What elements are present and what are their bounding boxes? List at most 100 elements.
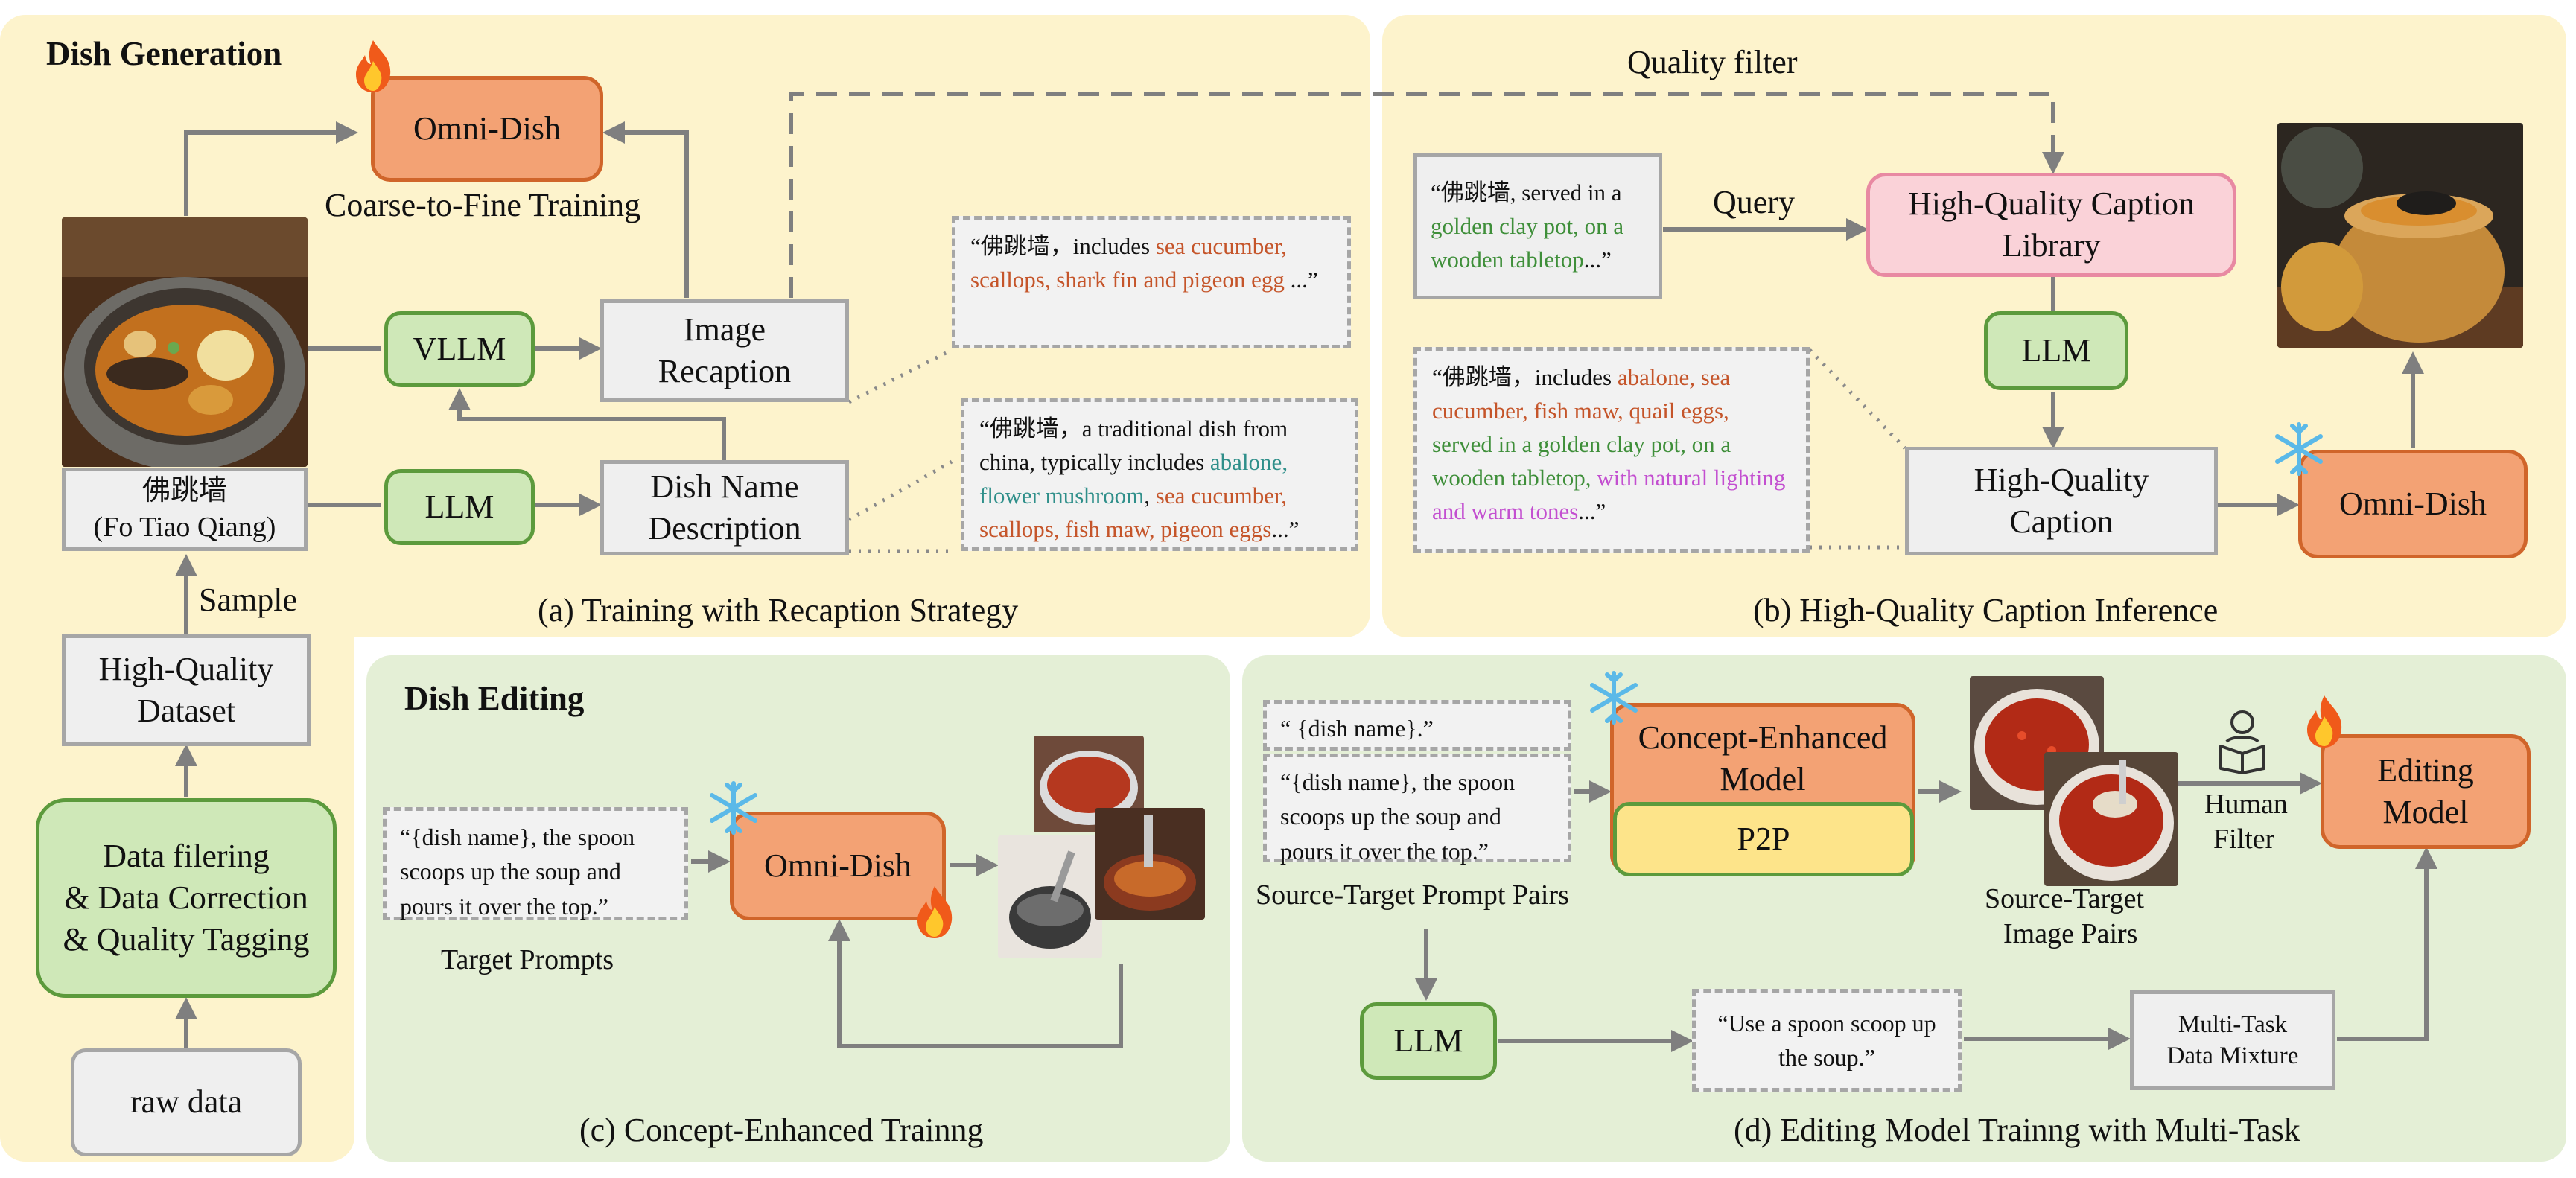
filter-line-1: Data filering: [103, 837, 270, 874]
description-quote-prefix: “佛跳墙，a traditional dish from china, typi…: [979, 416, 1288, 475]
target-prompt-d-quote: “{dish name}, the spoon scoops up the so…: [1263, 754, 1571, 865]
mixture-line-1: Multi-Task: [2178, 1010, 2288, 1038]
llm-a-label: LLM: [424, 488, 494, 525]
source-prompt-text: “ {dish name}.”: [1280, 715, 1434, 742]
llm-d-label: LLM: [1393, 1022, 1463, 1059]
description-quote-orange: sea cucumber, scallops, fish maw, pigeon…: [979, 482, 1287, 542]
multi-task-mixture-box: Multi-Task Data Mixture: [2130, 990, 2335, 1090]
snowflake-icon: [1590, 671, 1638, 725]
raw-data-box: raw data: [71, 1048, 302, 1156]
editing-model-line-2: Model: [2382, 794, 2469, 830]
dish-name-cn: 佛跳墙: [141, 475, 227, 507]
concept-model-line-1: Concept-Enhanced: [1638, 719, 1888, 756]
desc-line-2: Description: [648, 510, 801, 547]
dataset-line-1: High-Quality: [98, 650, 274, 687]
recaption-line-2: Recaption: [658, 353, 792, 389]
llm-box-b: LLM: [1984, 311, 2128, 390]
editing-model-line-1: Editing: [2377, 751, 2474, 789]
full-quote-orange: abalone, sea cucumber, fish maw, quail e…: [1432, 364, 1731, 424]
image-pairs-label-1: Source-Target: [1985, 883, 2144, 914]
dish-editing-title: Dish Editing: [404, 680, 585, 717]
recaption-quote-suffix: ...”: [1284, 266, 1318, 293]
query-label: Query: [1713, 184, 1795, 220]
dish-name-description-box: Dish Name Description: [600, 460, 849, 555]
target-image: [2044, 752, 2178, 886]
library-line-2: Library: [2002, 227, 2101, 264]
concept-image-pour: [1095, 808, 1205, 920]
query-quote: “佛跳墙, served in a golden clay pot, on a …: [1413, 153, 1662, 299]
target-prompts-label: Target Prompts: [441, 944, 614, 975]
full-caption-quote: “佛跳墙，includes abalone, sea cucumber, fis…: [1413, 347, 1810, 553]
llm-box-a: LLM: [384, 469, 535, 545]
dish-name-box: 佛跳墙 (Fo Tiao Qiang): [62, 468, 308, 551]
query-quote-prefix: “佛跳墙, served in a: [1431, 179, 1622, 206]
description-quote-teal: abalone, flower mushroom: [979, 448, 1288, 509]
caption-a: (a) Training with Recaption Strategy: [538, 592, 1019, 628]
target-prompt-text: “{dish name}, the spoon scoops up the so…: [400, 824, 635, 920]
fire-icon: [2307, 695, 2342, 748]
concept-model-line-2: Model: [1720, 761, 1806, 798]
hq-caption-box: High-Quality Caption: [1905, 447, 2218, 555]
description-quote: “佛跳墙，a traditional dish from china, typi…: [961, 398, 1358, 551]
omni-dish-training-label: Omni-Dish: [413, 109, 561, 147]
hq-caption-line-2: Caption: [2009, 503, 2114, 540]
dish-name-pinyin: (Fo Tiao Qiang): [93, 512, 276, 543]
snowflake-icon: [2275, 422, 2323, 476]
source-prompt-quote: “ {dish name}.”: [1263, 700, 1571, 751]
caption-c: (c) Concept-Enhanced Trainng: [579, 1112, 984, 1148]
mixture-line-2: Data Mixture: [2166, 1042, 2299, 1069]
caption-b: (b) High-Quality Caption Inference: [1753, 592, 2219, 628]
vllm-label: VLLM: [413, 330, 506, 367]
filter-line-3: & Quality Tagging: [63, 921, 310, 958]
description-quote-suffix: ...”: [1271, 515, 1300, 542]
recaption-line-1: Image: [684, 311, 766, 348]
image-pairs-label-2: Image Pairs: [2003, 918, 2138, 949]
snowflake-icon: [710, 781, 757, 835]
instruction-text: “Use a spoon scoop up the soup.”: [1717, 1010, 1936, 1072]
library-line-1: High-Quality Caption: [1908, 185, 2195, 222]
omni-dish-concept-label: Omni-Dish: [764, 847, 912, 884]
omni-dish-training-box: Omni-Dish: [371, 76, 603, 182]
generated-dish-image: [2277, 123, 2523, 348]
concept-image-spoon: [998, 835, 1102, 958]
human-filter-label-2: Filter: [2213, 824, 2275, 855]
instruction-quote: “Use a spoon scoop up the soup.”: [1692, 989, 1962, 1092]
query-quote-green: golden clay pot, on a wooden tabletop: [1431, 212, 1624, 273]
coarse-to-fine-label: Coarse-to-Fine Training: [325, 187, 641, 223]
target-prompt-d-text: “{dish name}, the spoon scoops up the so…: [1280, 768, 1516, 865]
query-quote-suffix: ...”: [1583, 246, 1612, 273]
filter-line-2: & Data Correction: [64, 879, 308, 916]
llm-box-d: LLM: [1360, 1002, 1497, 1080]
human-reader-icon: [2219, 710, 2265, 774]
desc-line-1: Dish Name: [650, 468, 799, 505]
full-quote-suffix: ...”: [1578, 497, 1606, 524]
full-quote-green: served in a golden clay pot, on a wooden…: [1432, 430, 1731, 491]
fire-icon: [917, 886, 953, 938]
description-quote-sep: ,: [1144, 482, 1156, 509]
data-filtering-box: Data filering & Data Correction & Qualit…: [36, 798, 337, 998]
caption-library-box: High-Quality Caption Library: [1866, 173, 2236, 277]
source-image: [1970, 676, 2104, 810]
quality-filter-label: Quality filter: [1627, 44, 1798, 80]
dataset-line-2: Dataset: [137, 693, 235, 729]
omni-dish-inference-box: Omni-Dish: [2298, 450, 2528, 558]
fire-icon: [356, 40, 391, 92]
recaption-quote-prefix: “佛跳墙，includes: [970, 233, 1156, 259]
p2p-label: P2P: [1737, 820, 1790, 857]
p2p-box: P2P: [1613, 802, 1914, 876]
full-quote-prefix: “佛跳墙，includes: [1432, 364, 1618, 390]
vllm-box: VLLM: [384, 311, 535, 387]
target-prompt-quote: “{dish name}, the spoon scoops up the so…: [383, 807, 688, 920]
omni-dish-inference-label: Omni-Dish: [2339, 485, 2487, 522]
dish-generation-title: Dish Generation: [46, 35, 282, 72]
hq-caption-line-1: High-Quality: [1974, 461, 2149, 498]
caption-d: (d) Editing Model Trainng with Multi-Tas…: [1734, 1112, 2300, 1148]
human-filter-label-1: Human: [2204, 789, 2288, 820]
sample-label: Sample: [199, 582, 297, 618]
image-recaption-box: Image Recaption: [600, 299, 849, 402]
llm-b-label: LLM: [2021, 331, 2091, 369]
hq-dataset-box: High-Quality Dataset: [62, 634, 311, 746]
fo-tiao-qiang-image: [62, 217, 308, 467]
omni-dish-concept-box: Omni-Dish: [730, 812, 946, 920]
